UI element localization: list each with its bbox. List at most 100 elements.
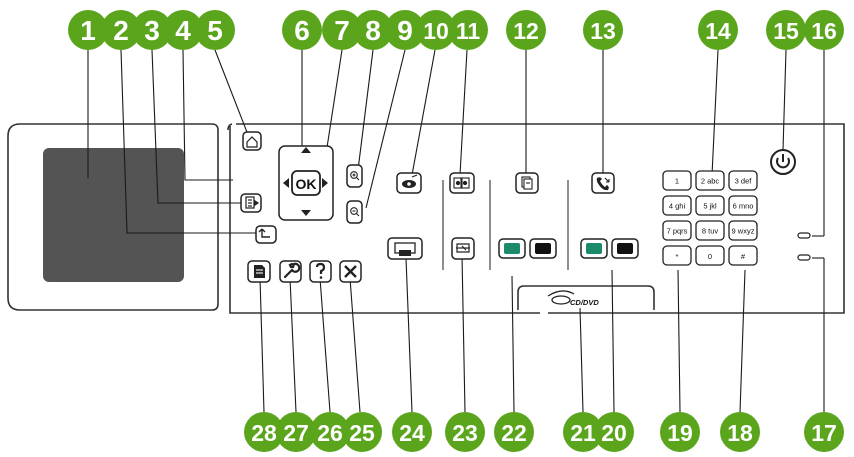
key-0[interactable]: 0: [695, 245, 725, 266]
key-9[interactable]: 9 wxyz: [728, 220, 758, 241]
svg-text:24: 24: [399, 420, 425, 446]
callout-16: 16: [804, 10, 844, 50]
numeric-keypad: 1 2 abc 3 def 4 ghi 5 jkl 6 mno 7 pqrs 8…: [662, 170, 758, 266]
start-fax-color-button[interactable]: [580, 238, 608, 259]
help-button[interactable]: [309, 260, 332, 283]
menu-icon: [245, 196, 260, 209]
key-1[interactable]: 1: [662, 170, 692, 191]
copy-menu-icon: [521, 176, 533, 190]
callout-28: 28: [244, 412, 284, 452]
svg-text:18: 18: [727, 420, 753, 446]
cd-dvd-icon: [547, 290, 575, 297]
start-copy-color-button[interactable]: [498, 238, 526, 259]
key-hash[interactable]: #: [728, 245, 758, 266]
callout-23: 23: [445, 412, 485, 452]
svg-text:2 abc: 2 abc: [701, 177, 720, 186]
back-icon: [258, 228, 270, 238]
callout-19: 19: [660, 412, 700, 452]
callout-24: 24: [392, 412, 432, 452]
callout-2: 2: [101, 10, 141, 50]
arrow-right-button[interactable]: [322, 178, 328, 188]
power-button[interactable]: [770, 149, 796, 175]
callout-4: 4: [163, 10, 203, 50]
callout-5: 5: [195, 10, 235, 50]
svg-text:15: 15: [773, 18, 799, 44]
wrench-icon: [283, 262, 301, 279]
cancel-button[interactable]: [339, 260, 362, 283]
zoom-in-button[interactable]: [346, 164, 363, 188]
panel-outline: [227, 123, 845, 314]
ok-button[interactable]: OK: [291, 170, 321, 196]
svg-text:6: 6: [294, 15, 310, 46]
svg-text:7: 7: [334, 15, 350, 46]
key-6[interactable]: 6 mno: [728, 195, 758, 216]
key-star[interactable]: *: [662, 245, 692, 266]
svg-text:9 wxyz: 9 wxyz: [732, 227, 755, 236]
callout-20: 20: [594, 412, 634, 452]
svg-text:5: 5: [207, 15, 223, 46]
arrow-down-button[interactable]: [301, 210, 311, 216]
arrow-up-button[interactable]: [301, 147, 311, 153]
display-bezel: [7, 123, 219, 311]
key-5[interactable]: 5 jkl: [695, 195, 725, 216]
cancel-icon: [344, 265, 357, 278]
fax-light: [797, 254, 811, 261]
svg-text:19: 19: [667, 420, 693, 446]
print-photos-icon: [394, 242, 416, 256]
callout-9: 9: [385, 10, 425, 50]
key-2[interactable]: 2 abc: [695, 170, 725, 191]
scan-to-button[interactable]: [451, 237, 475, 260]
menu-button[interactable]: [240, 193, 262, 213]
attention-light: [797, 232, 811, 239]
svg-text:1: 1: [675, 177, 679, 186]
svg-text:3 def: 3 def: [735, 177, 753, 186]
red-eye-removal-button[interactable]: [396, 172, 422, 194]
svg-text:16: 16: [811, 18, 837, 44]
svg-text:9: 9: [397, 15, 413, 46]
callout-25: 25: [342, 412, 382, 452]
zoom-out-icon: [350, 207, 360, 217]
svg-text:21: 21: [570, 420, 596, 446]
callout-12: 12: [506, 10, 546, 50]
callout-10: 10: [416, 10, 456, 50]
svg-text:28: 28: [251, 420, 277, 446]
svg-text:11: 11: [456, 18, 481, 44]
home-button[interactable]: [242, 131, 262, 151]
callout-22: 22: [494, 412, 534, 452]
start-fax-black-button[interactable]: [611, 238, 639, 259]
color-display-screen: [43, 148, 184, 282]
svg-text:27: 27: [283, 420, 309, 446]
setup-button[interactable]: [279, 260, 302, 283]
power-icon: [776, 154, 790, 169]
callout-8: 8: [353, 10, 393, 50]
svg-text:4 ghi: 4 ghi: [669, 202, 686, 211]
arrow-left-button[interactable]: [283, 178, 289, 188]
svg-text:25: 25: [349, 420, 375, 446]
key-4[interactable]: 4 ghi: [662, 195, 692, 216]
svg-text:1: 1: [80, 15, 96, 46]
print-menu-button[interactable]: [247, 260, 271, 283]
callouts-top: 1 2 3 4 5 6 7 8 9 10 11 12 13 14 15 16: [68, 10, 844, 50]
section-dividers: [442, 180, 569, 270]
svg-text:3: 3: [144, 15, 160, 46]
fax-menu-button[interactable]: [591, 172, 615, 194]
key-3[interactable]: 3 def: [728, 170, 758, 191]
reprints-button[interactable]: [449, 172, 475, 194]
copy-menu-button[interactable]: [515, 172, 539, 194]
zoom-in-icon: [350, 171, 360, 181]
ok-label: OK: [296, 176, 317, 192]
print-photos-button[interactable]: [387, 237, 423, 260]
callout-27: 27: [276, 412, 316, 452]
svg-text:8 tuv: 8 tuv: [702, 227, 719, 236]
start-copy-black-button[interactable]: [529, 238, 557, 259]
svg-text:*: *: [676, 252, 679, 261]
svg-text:26: 26: [317, 420, 343, 446]
back-button[interactable]: [255, 225, 277, 244]
zoom-out-button[interactable]: [346, 200, 363, 224]
svg-text:7 pqrs: 7 pqrs: [667, 227, 688, 236]
cd-dvd-label: CD/DVD: [570, 298, 599, 307]
key-8[interactable]: 8 tuv: [695, 220, 725, 241]
key-7[interactable]: 7 pqrs: [662, 220, 692, 241]
svg-text:5 jkl: 5 jkl: [703, 202, 717, 211]
